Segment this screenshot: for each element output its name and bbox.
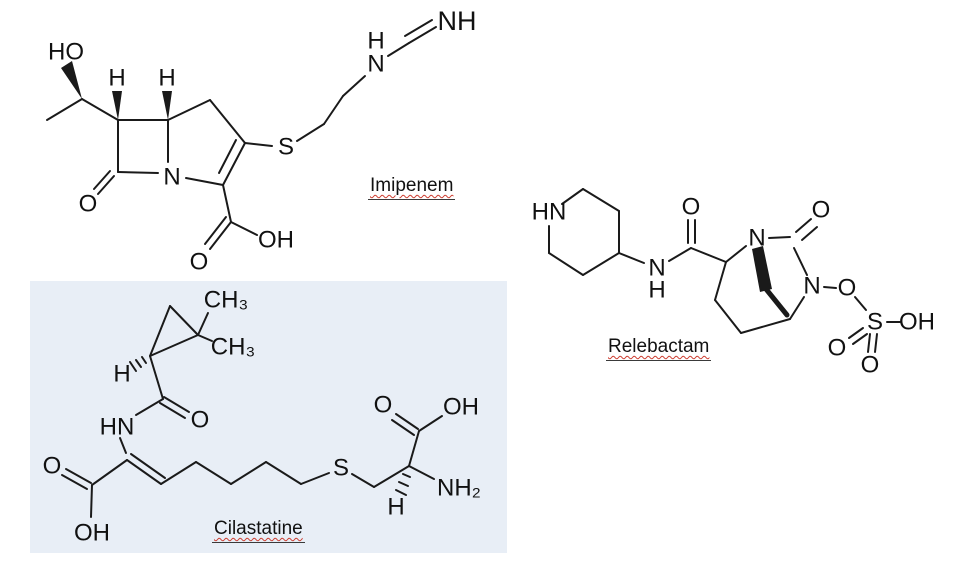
imipenem-structure: HO H H N O S H N NH O OH (46, 6, 477, 276)
relebactam-atom-oh: OH (899, 309, 935, 336)
relebactam-atom-n-amide: N (648, 255, 665, 282)
relebactam-atom-n1: N (748, 225, 765, 252)
relebactam-atom-h-amide: H (648, 277, 665, 304)
imipenem-atom-h-c6: H (108, 65, 125, 92)
cilastatine-atom-ch3-side: CH₃ (211, 334, 255, 361)
cilastatine-label: Cilastatine (212, 518, 305, 543)
relebactam-structure: HN O N H N O N O S OH O O (532, 188, 935, 379)
cilastatine-atom-o-amide: O (191, 407, 210, 434)
relebactam-label: Relebactam (606, 336, 712, 361)
relebactam-atom-o-sulfo-bottom: O (861, 352, 880, 379)
wedge-bond (112, 91, 122, 120)
wedge-bond (61, 61, 82, 99)
relebactam-atom-o-urea: O (812, 197, 831, 224)
cilastatine-atom-oh-acid1: OH (74, 520, 110, 547)
cilastatine-highlight-box (30, 281, 507, 553)
relebactam-atom-o-link: O (838, 275, 857, 302)
relebactam-atom-o-amide: O (682, 194, 701, 221)
imipenem-atom-o-acid: O (190, 249, 209, 276)
cilastatine-atom-o-acid2: O (374, 392, 393, 419)
relebactam-atom-o-sulfo-left: O (828, 335, 847, 362)
relebactam-atom-s: S (867, 309, 883, 336)
cilastatine-structure: CH₃ CH₃ H HN O O OH S O OH NH₂ H (43, 287, 481, 547)
relebactam-atom-n6: N (803, 273, 820, 300)
wedge-bond (752, 246, 772, 292)
imipenem-atom-oh-acid: OH (258, 227, 294, 254)
cilastatine-atom-o-acid1: O (43, 453, 62, 480)
cilastatine-atom-s: S (333, 455, 349, 482)
imipenem-atom-n-ring: N (163, 164, 180, 191)
imipenem-atom-n-amine: N (367, 51, 384, 78)
imipenem-atom-nh-imine: NH (438, 6, 477, 36)
imipenem-atom-h-c5: H (158, 65, 175, 92)
cilastatine-atom-nh2: NH₂ (437, 475, 481, 502)
cilastatine-atom-h-cyclopropane: H (113, 361, 130, 388)
imipenem-atom-o-lactam: O (79, 191, 98, 218)
cilastatine-atom-h-cysteine: H (387, 494, 404, 521)
imipenem-atom-ho: HO (48, 39, 84, 66)
relebactam-atom-hn-piperidine: HN (532, 199, 567, 226)
imipenem-atom-s: S (278, 134, 294, 161)
imipenem-label: Imipenem (368, 175, 456, 200)
cilastatine-atom-hn: HN (100, 414, 135, 441)
imipenem-atom-h-amine: H (367, 28, 384, 55)
cilastatine-atom-ch3-top: CH₃ (204, 287, 248, 314)
wedge-bond (162, 91, 172, 120)
cilastatine-atom-oh-acid2: OH (443, 394, 479, 421)
